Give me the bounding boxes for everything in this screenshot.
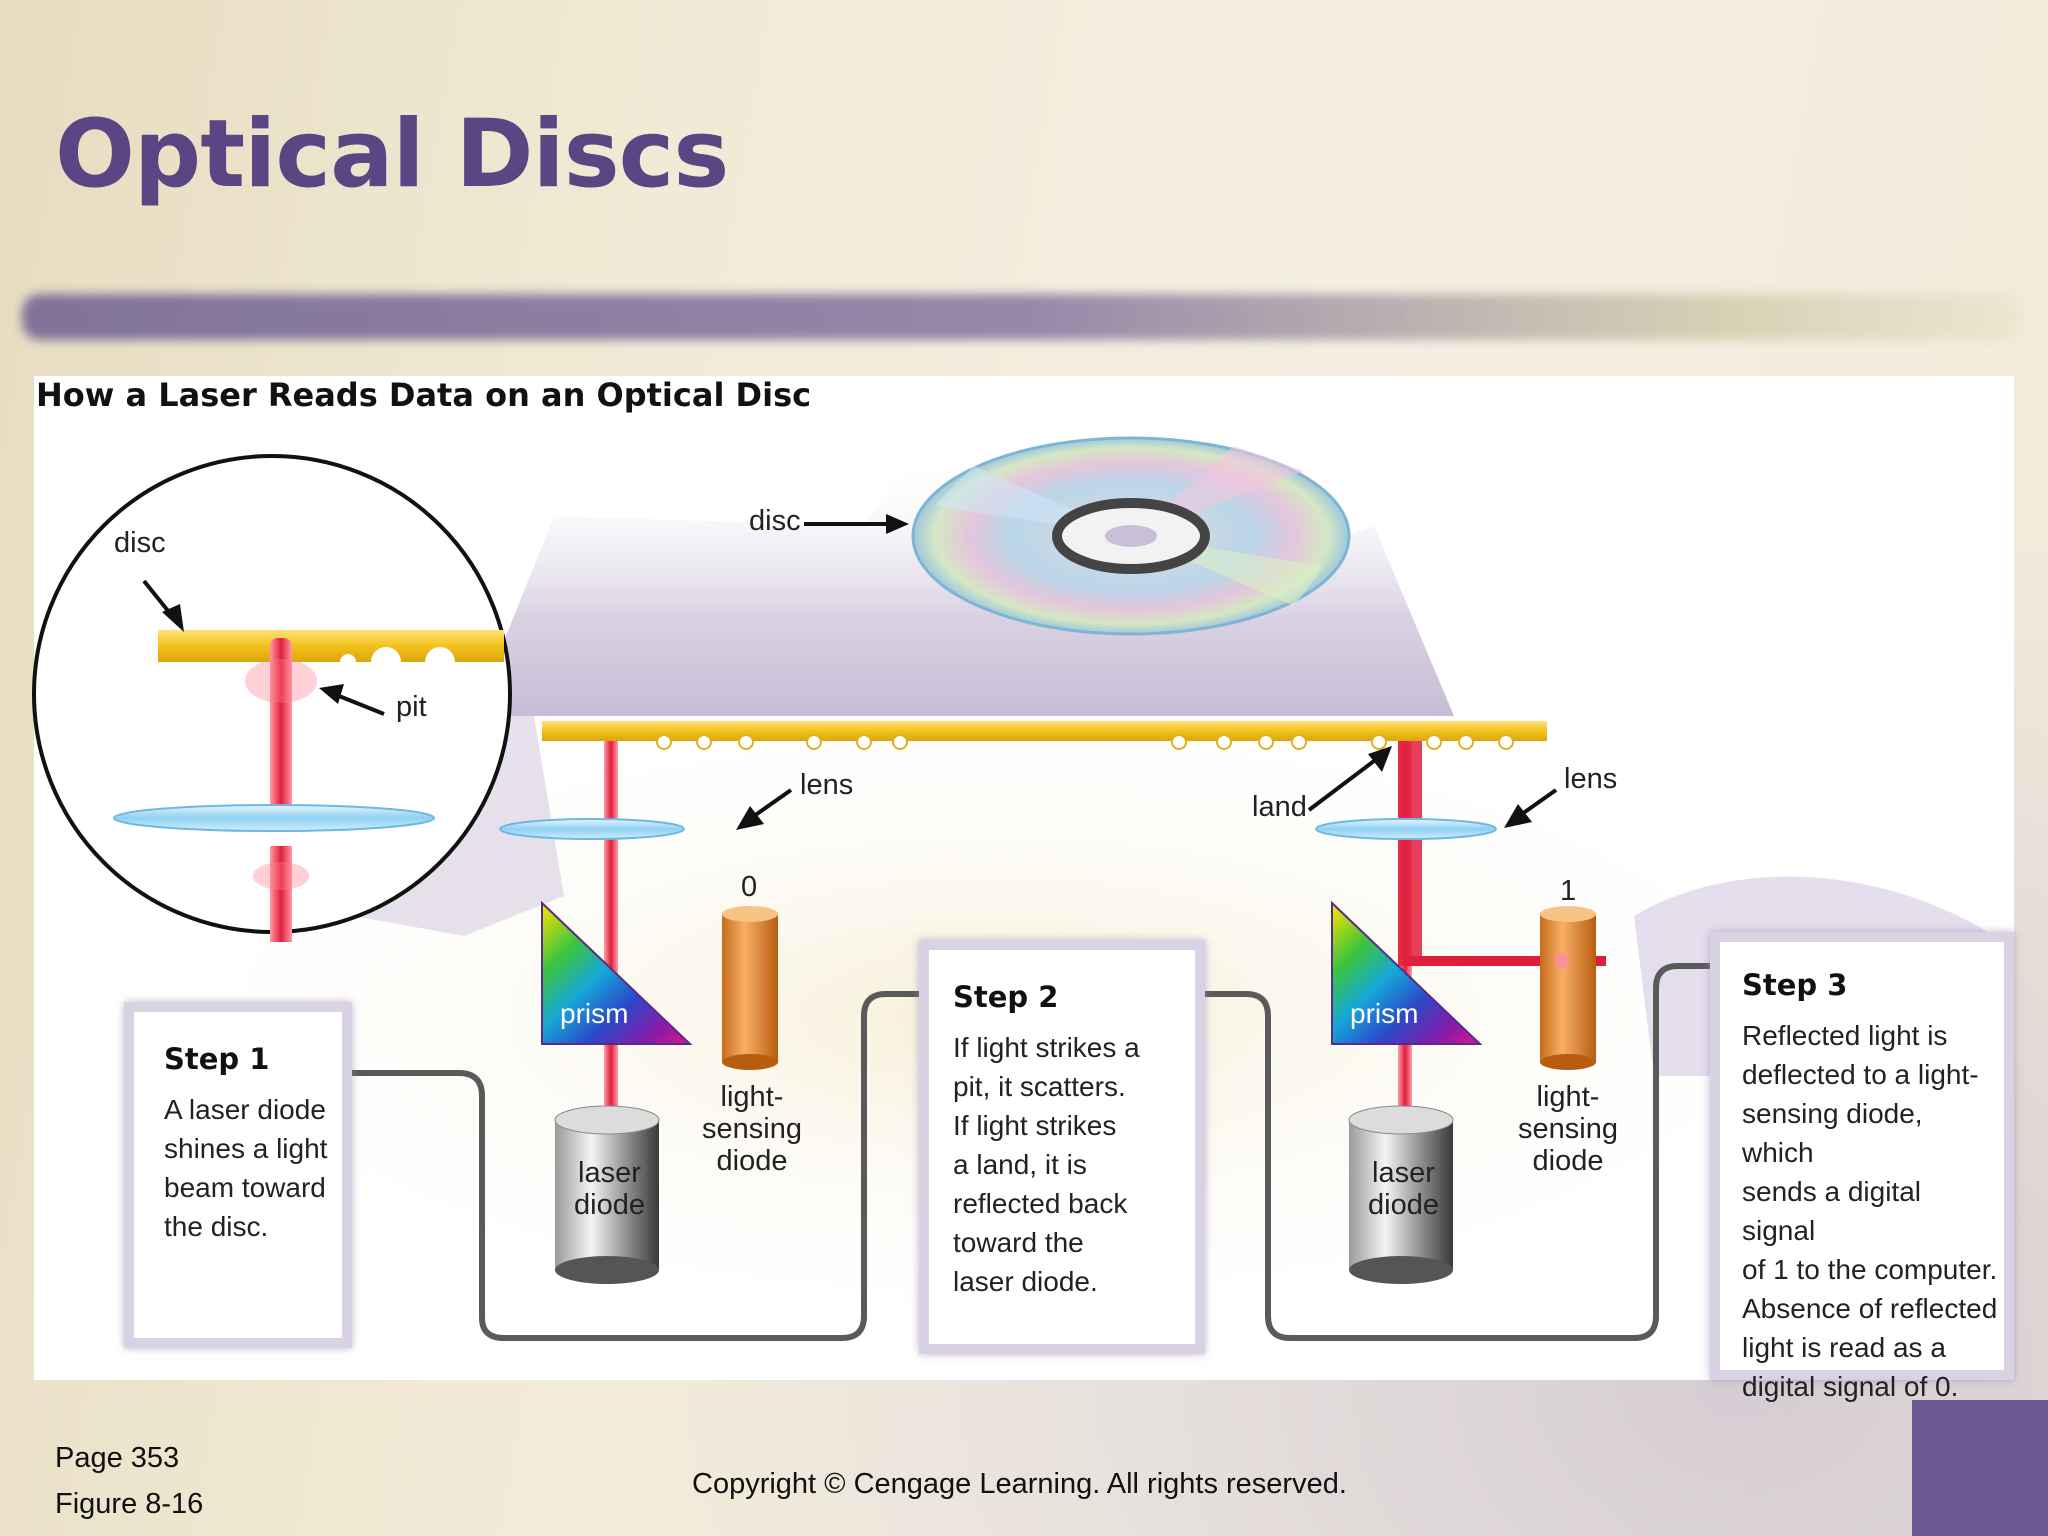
corner-accent-box xyxy=(1912,1400,2048,1536)
step-2-title: Step 2 xyxy=(953,980,1059,1014)
light-sensing-diode-right-label: light- sensing diode xyxy=(1518,1081,1618,1177)
laser-diode-right-label: laser diode xyxy=(1368,1157,1439,1221)
step-3-text: Reflected light is deflected to a light-… xyxy=(1742,1020,1998,1402)
laser-diode-left xyxy=(554,1105,660,1284)
prism-left xyxy=(541,900,693,1045)
light-sensing-diode-left-label: light- sensing diode xyxy=(702,1081,802,1177)
step-1-text: A laser diode shines a light beam toward… xyxy=(164,1094,328,1242)
light-sensing-diode-right xyxy=(1540,906,1596,1070)
step-3-title: Step 3 xyxy=(1742,968,1848,1002)
disc-track xyxy=(542,721,1547,750)
footer-page-number: Page 353 xyxy=(55,1442,180,1474)
signal-1-label: 1 xyxy=(1560,875,1577,907)
step-1-box: Step 1 A laser diode shines a light beam… xyxy=(124,1002,352,1348)
inset-pit-label: pit xyxy=(396,691,427,723)
step-1-title: Step 1 xyxy=(164,1042,270,1076)
step-connectors xyxy=(286,963,1724,1341)
inset-disc-label: disc xyxy=(114,527,166,559)
step-2-text: If light strikes a pit, it scatters. If … xyxy=(953,1032,1140,1297)
lens-left xyxy=(499,818,685,840)
prism-right-label: prism xyxy=(1350,998,1419,1029)
title-divider-bar xyxy=(22,294,2022,340)
laser-beam-left xyxy=(604,741,618,1131)
figure-panel: How a Laser Reads Data on an Optical Dis… xyxy=(32,376,2014,1402)
signal-0-label: 0 xyxy=(741,871,758,903)
figure-title: How a Laser Reads Data on an Optical Dis… xyxy=(36,376,812,414)
land-label: land xyxy=(1252,791,1307,823)
disc-label: disc xyxy=(749,505,801,537)
laser-diode-right xyxy=(1348,1105,1454,1284)
step-2-box: Step 2 If light strikes a pit, it scatte… xyxy=(919,940,1205,1354)
prism-left-label: prism xyxy=(560,998,629,1029)
deflected-beam xyxy=(1404,956,1606,966)
inset-magnifier xyxy=(32,454,512,942)
laser-diode-left-label: laser diode xyxy=(574,1157,645,1221)
lens-left-label: lens xyxy=(800,769,854,801)
lens-right-label: lens xyxy=(1564,763,1618,795)
footer-figure-number: Figure 8-16 xyxy=(55,1488,204,1520)
slide-title: Optical Discs xyxy=(55,100,729,209)
copyright-notice: Copyright © Cengage Learning. All rights… xyxy=(692,1468,1347,1500)
deflected-beam-vertical xyxy=(1398,741,1422,966)
step-3-box: Step 3 Reflected light is deflected to a… xyxy=(1710,932,2014,1402)
lens-right xyxy=(1315,818,1497,840)
prism-right xyxy=(1331,900,1483,1045)
optical-disc xyxy=(911,436,1351,636)
light-sensing-diode-left xyxy=(722,906,778,1070)
